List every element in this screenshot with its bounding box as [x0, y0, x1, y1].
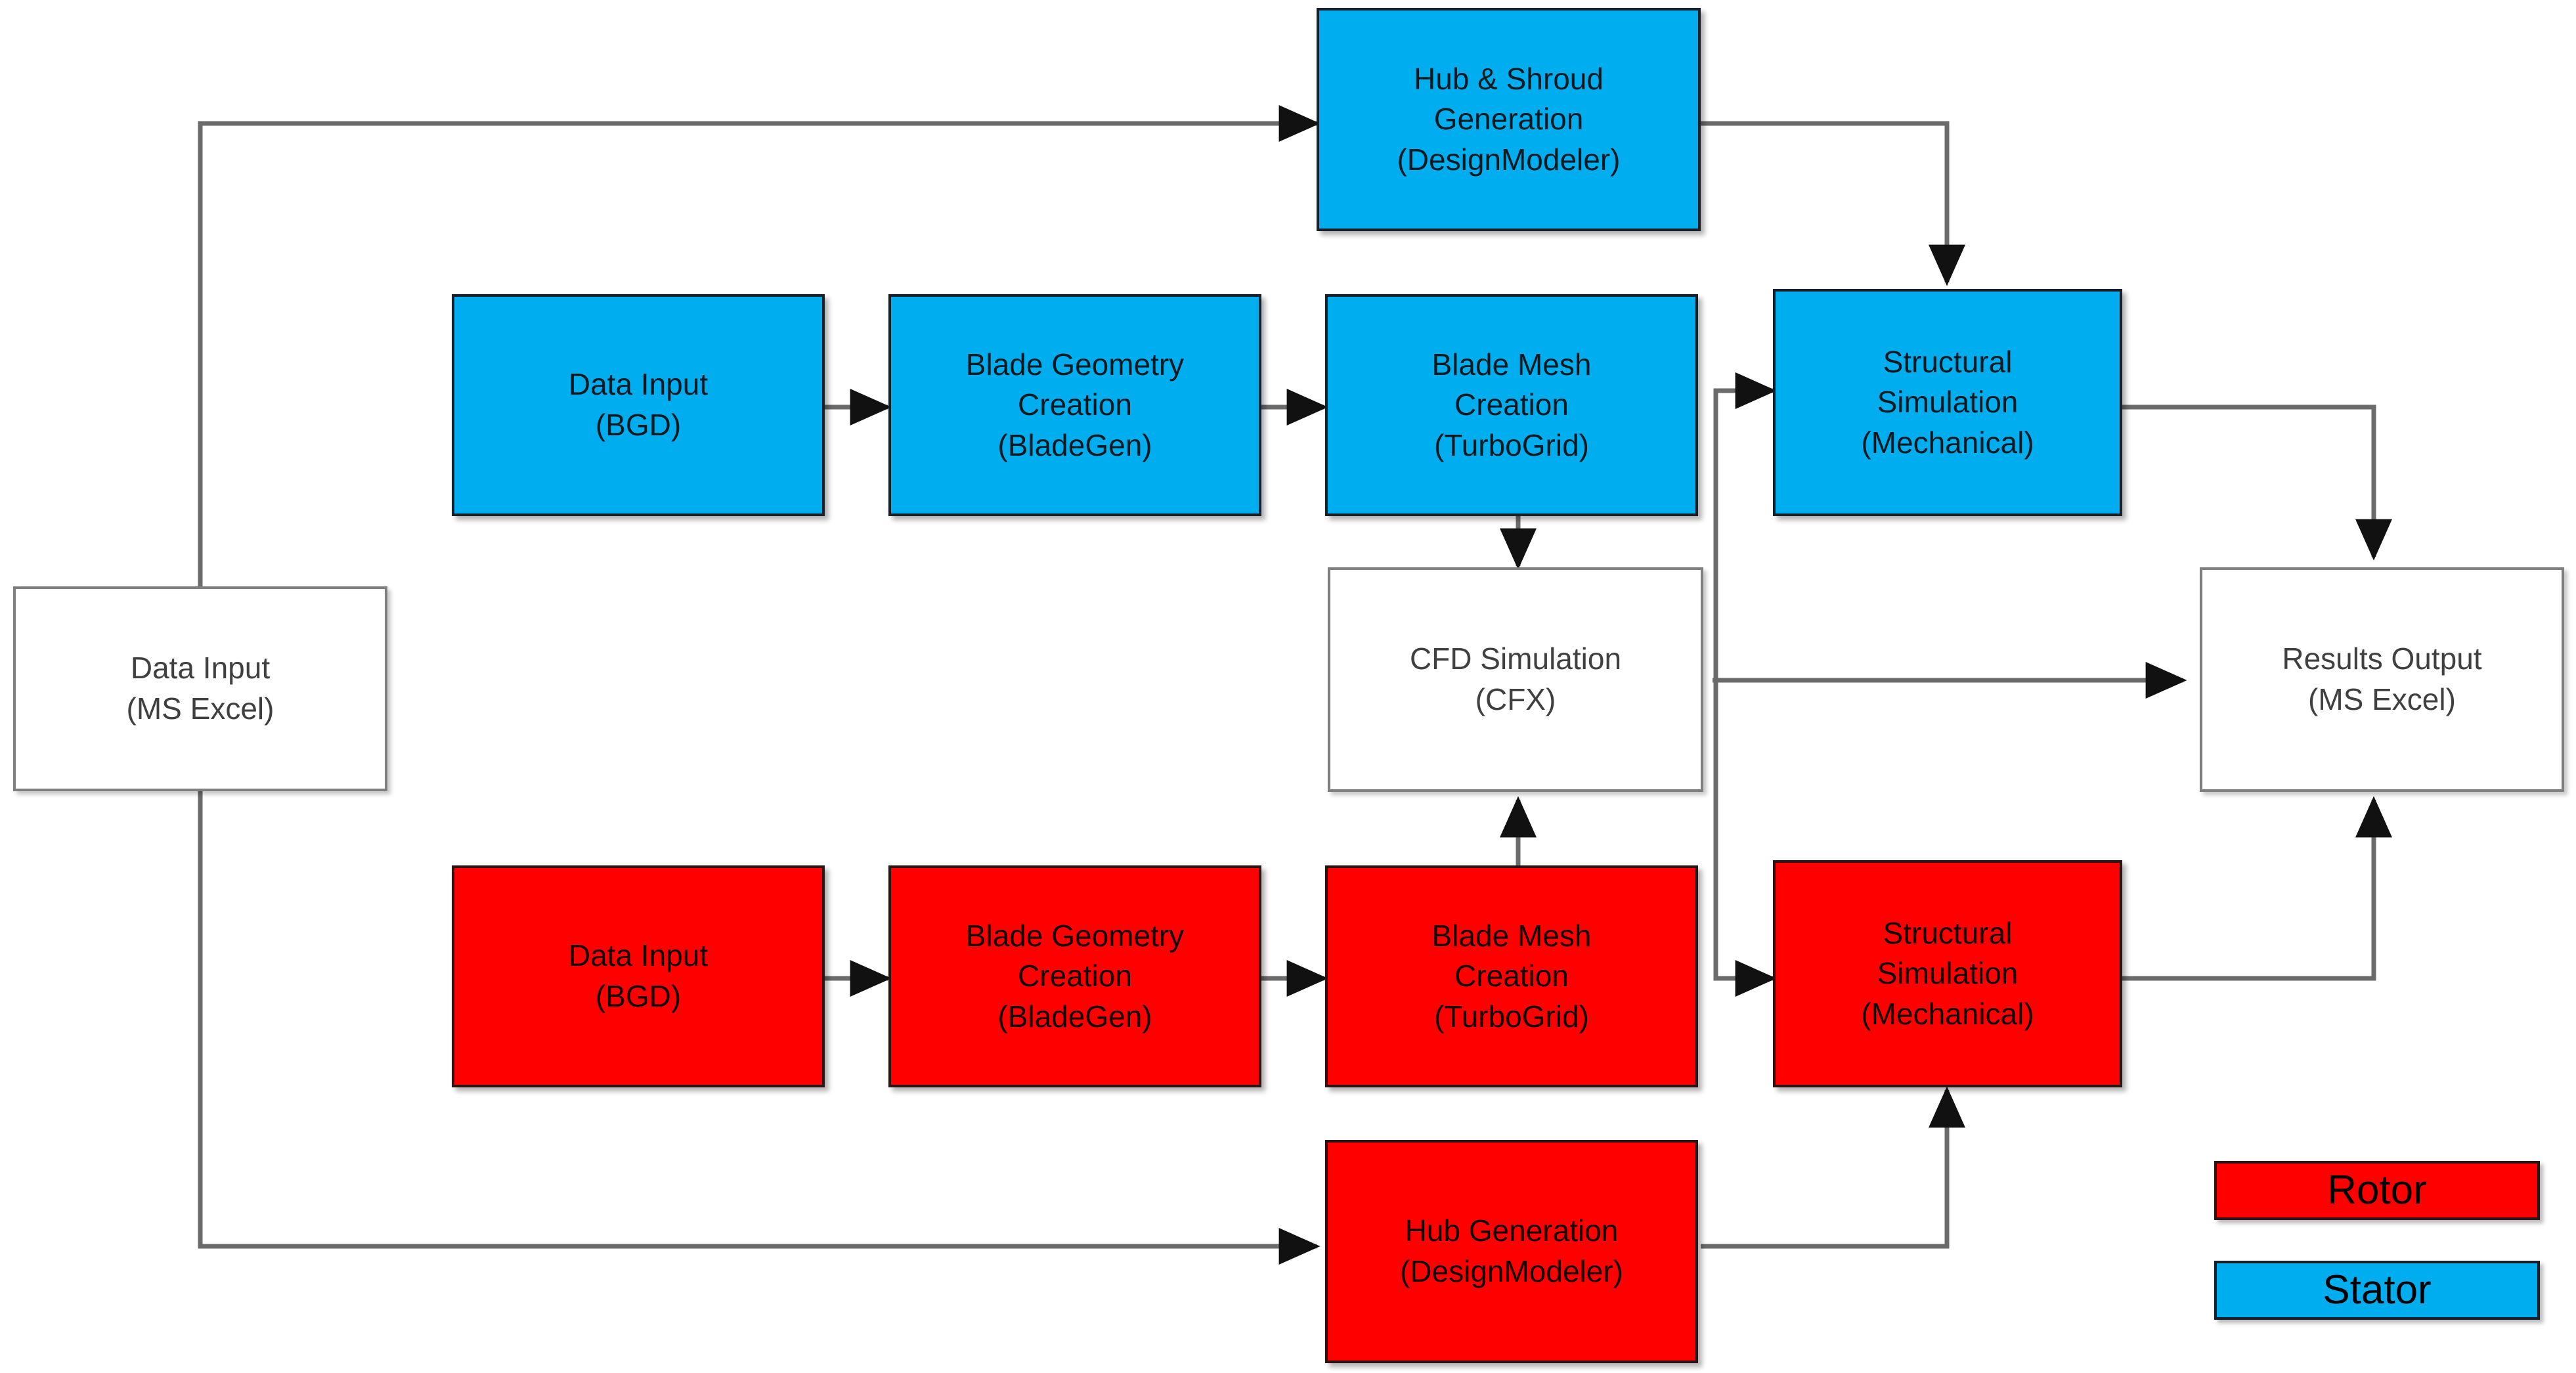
node-cfd-simulation-label: CFD Simulation (CFX): [1409, 642, 1622, 716]
node-stator-blade-geometry-creation[interactable]: Blade Geometry Creation (BladeGen): [888, 294, 1261, 516]
node-rotor-blade-mesh-creation-label: Blade Mesh Creation (TurboGrid): [1431, 918, 1592, 1034]
edge-rotor-mesh-to-structural: [1713, 394, 1777, 997]
legend-swatch-stator: Stator: [2214, 1261, 2540, 1320]
edge-hub-shroud-to-stator-structural: [1701, 121, 1965, 286]
edge-excel-to-hub-shroud: [198, 105, 1321, 588]
node-cfd-simulation[interactable]: CFD Simulation (CFX): [1328, 567, 1703, 792]
node-stator-structural-simulation-label: Structural Simulation (Mechanical): [1861, 344, 2034, 460]
node-hub-shroud-generation-label: Hub & Shroud Generation (DesignModeler): [1397, 61, 1621, 177]
node-data-input-ms-excel-label: Data Input (MS Excel): [126, 651, 274, 726]
edge-rotor-structural-to-results: [2122, 796, 2392, 981]
node-results-output[interactable]: Results Output (MS Excel): [2200, 567, 2564, 792]
edge-excel-to-hub-generation: [198, 791, 1321, 1265]
node-rotor-blade-geometry-creation[interactable]: Blade Geometry Creation (BladeGen): [888, 865, 1261, 1087]
node-rotor-data-input-bgd-label: Data Input (BGD): [568, 938, 709, 1013]
node-stator-blade-mesh-creation[interactable]: Blade Mesh Creation (TurboGrid): [1325, 294, 1698, 516]
edge-stator-mesh-to-structural: [1713, 372, 1777, 978]
node-stator-data-input-bgd[interactable]: Data Input (BGD): [452, 294, 825, 516]
node-rotor-blade-mesh-creation[interactable]: Blade Mesh Creation (TurboGrid): [1325, 865, 1698, 1087]
legend-label-rotor: Rotor: [2327, 1167, 2427, 1213]
legend-swatch-rotor: Rotor: [2214, 1161, 2540, 1220]
node-stator-blade-geometry-creation-label: Blade Geometry Creation (BladeGen): [965, 347, 1185, 462]
node-stator-blade-mesh-creation-label: Blade Mesh Creation (TurboGrid): [1431, 347, 1592, 462]
edge-stator-structural-to-results: [2122, 404, 2392, 561]
edge-hub-generation-to-rotor-structural: [1701, 1086, 1965, 1249]
node-rotor-data-input-bgd[interactable]: Data Input (BGD): [452, 865, 825, 1087]
node-stator-structural-simulation[interactable]: Structural Simulation (Mechanical): [1773, 289, 2122, 516]
node-hub-shroud-generation[interactable]: Hub & Shroud Generation (DesignModeler): [1317, 8, 1701, 231]
node-hub-generation-label: Hub Generation (DesignModeler): [1399, 1213, 1623, 1288]
node-rotor-blade-geometry-creation-label: Blade Geometry Creation (BladeGen): [965, 918, 1185, 1034]
node-rotor-structural-simulation[interactable]: Structural Simulation (Mechanical): [1773, 860, 2122, 1087]
node-results-output-label: Results Output (MS Excel): [2282, 642, 2482, 716]
node-hub-generation[interactable]: Hub Generation (DesignModeler): [1325, 1140, 1698, 1363]
node-stator-data-input-bgd-label: Data Input (BGD): [568, 367, 709, 442]
legend-label-stator: Stator: [2323, 1267, 2432, 1313]
node-rotor-structural-simulation-label: Structural Simulation (Mechanical): [1861, 915, 2034, 1031]
node-data-input-ms-excel[interactable]: Data Input (MS Excel): [13, 586, 387, 791]
